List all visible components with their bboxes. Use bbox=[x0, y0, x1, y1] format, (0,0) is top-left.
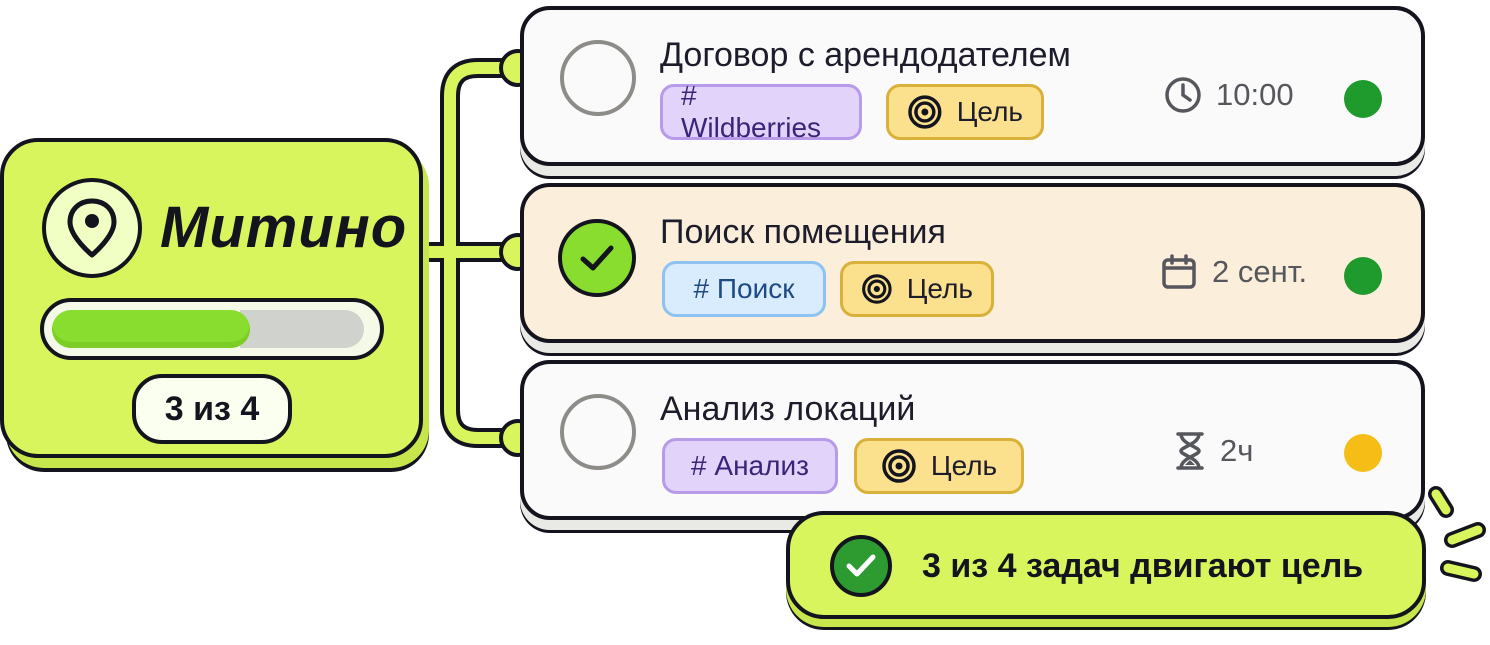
sparkle-mark bbox=[1440, 560, 1482, 582]
task-checkbox[interactable] bbox=[560, 394, 636, 470]
goal-badge[interactable]: Цель bbox=[886, 84, 1044, 140]
task-checkbox-checked[interactable] bbox=[558, 219, 636, 297]
task-card[interactable]: Поиск помещения # Поиск Цель 2 сент. bbox=[520, 183, 1425, 343]
calendar-icon bbox=[1162, 254, 1196, 289]
target-icon bbox=[882, 449, 916, 483]
task-checkbox[interactable] bbox=[560, 40, 636, 116]
status-dot bbox=[1344, 434, 1382, 472]
task-title: Договор с арендодателем bbox=[660, 36, 1071, 74]
goal-label: Цель bbox=[956, 96, 1023, 127]
sparkle-mark bbox=[1444, 522, 1486, 548]
progress-remaining bbox=[240, 310, 364, 348]
task-title: Поиск помещения bbox=[660, 213, 946, 251]
status-dot bbox=[1344, 257, 1382, 295]
goal-badge[interactable]: Цель bbox=[854, 438, 1024, 494]
task-card[interactable]: Анализ локаций # Анализ Цель 2ч bbox=[520, 360, 1425, 520]
group-progress-bar bbox=[40, 298, 384, 360]
task-card[interactable]: Договор с арендодателем # Wildberries Це… bbox=[520, 6, 1425, 166]
task-date: 2 сент. bbox=[1212, 254, 1308, 289]
check-circle-icon bbox=[830, 535, 892, 597]
map-pin-icon bbox=[42, 178, 142, 278]
target-icon bbox=[908, 95, 942, 129]
progress-fill bbox=[52, 310, 250, 348]
task-meta: 2 сент. bbox=[1160, 253, 1307, 291]
group-card[interactable]: Митино 3 из 4 bbox=[0, 138, 423, 458]
task-tag[interactable]: # Wildberries bbox=[660, 80, 862, 143]
goal-label: Цель bbox=[906, 273, 973, 304]
goal-badge[interactable]: Цель bbox=[840, 261, 994, 317]
goal-label: Цель bbox=[930, 450, 998, 481]
status-dot bbox=[1344, 80, 1382, 118]
sparkle-mark bbox=[1428, 486, 1454, 518]
target-icon bbox=[862, 274, 892, 304]
hourglass-icon bbox=[1176, 432, 1204, 470]
checkmark-icon bbox=[580, 245, 614, 271]
task-tag[interactable]: # Поиск bbox=[662, 261, 826, 317]
task-tag[interactable]: # Анализ bbox=[662, 438, 838, 494]
clock-icon bbox=[1165, 77, 1201, 113]
group-title: Митино bbox=[160, 195, 408, 260]
task-time: 10:00 bbox=[1216, 77, 1294, 112]
task-duration: 2ч bbox=[1220, 433, 1254, 468]
task-title: Анализ локаций bbox=[660, 390, 916, 428]
task-meta: 2ч bbox=[1174, 430, 1253, 472]
summary-banner: 3 из 4 задач двигают цель bbox=[786, 511, 1426, 619]
progress-count: 3 из 4 bbox=[132, 374, 292, 444]
task-meta: 10:00 bbox=[1164, 76, 1294, 114]
summary-text: 3 из 4 задач двигают цель bbox=[922, 547, 1364, 585]
